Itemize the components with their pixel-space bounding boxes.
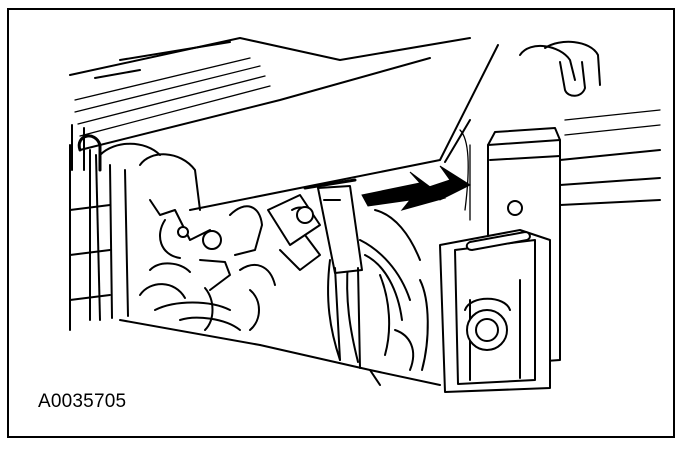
left-frame-rails xyxy=(69,124,161,331)
figure-id-label: A0035705 xyxy=(38,391,127,412)
wiring-harness xyxy=(267,194,429,371)
panel-edge xyxy=(189,40,601,211)
floor-lines xyxy=(259,344,441,386)
tool-blade xyxy=(303,178,363,369)
direction-arrow xyxy=(361,165,472,211)
seat-mechanism xyxy=(119,153,276,346)
latch-bracket xyxy=(439,229,551,393)
upper-trim-panel xyxy=(69,37,471,151)
